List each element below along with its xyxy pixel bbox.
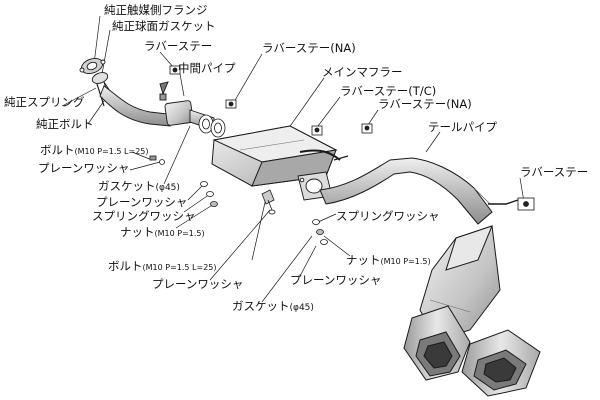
label-mid-pipe: 中間パイプ: [178, 61, 236, 75]
label-nut-1-spec: (M10 P=1.5): [154, 229, 205, 238]
label-rubber-stay-2: ラバーステー: [520, 165, 589, 179]
rubber-stay-1: [169, 65, 181, 75]
label-plain-washer-2: プレーンワッシャ: [96, 195, 188, 209]
label-bolt-2-spec: (M10 P=1.5 L=25): [142, 263, 217, 272]
label-main-muffler: メインマフラー: [322, 65, 403, 79]
label-nut-1: ナット(M10 P=1.5): [120, 226, 205, 240]
tail-tip-left: [403, 305, 471, 381]
label-bolt-1: ボルト(M10 P=1.5 L=25): [40, 144, 149, 158]
rubber-stay-na-1: [225, 99, 237, 109]
label-nut-2-name: ナット: [346, 253, 381, 267]
front-flange: [79, 57, 113, 107]
mid-pipe: [99, 81, 215, 131]
tail-pipe: [319, 157, 519, 225]
label-spherical-gasket: 純正球面ガスケット: [112, 19, 216, 33]
label-gasket-1-spec: (φ45): [155, 183, 180, 193]
label-nut-1-name: ナット: [120, 225, 155, 239]
label-plain-washer-1: プレーンワッシャ: [38, 161, 130, 175]
label-flange: 純正触媒側フランジ: [104, 3, 208, 17]
label-plain-washer-4: プレーンワッシャ: [290, 273, 382, 287]
label-bolt-1-spec: (M10 P=1.5 L=25): [74, 147, 149, 156]
label-gasket-1: ガスケット(φ45): [98, 180, 180, 195]
label-oem-spring: 純正スプリング: [4, 95, 85, 109]
label-bolt-1-name: ボルト: [40, 143, 75, 157]
hardware-center: [261, 189, 276, 215]
label-gasket-2-name: ガスケット: [232, 299, 290, 313]
label-spring-washer-2: スプリングワッシャ: [336, 209, 440, 223]
label-gasket-1-name: ガスケット: [98, 179, 156, 193]
label-spring-washer-1: スプリングワッシャ: [92, 209, 196, 223]
label-rubber-stay-na-2: ラバーステー(NA): [378, 97, 472, 111]
label-gasket-2: ガスケット(φ45): [232, 300, 314, 315]
label-rubber-stay-tc: ラバーステー(T/C): [340, 84, 437, 98]
label-plain-washer-3: プレーンワッシャ: [152, 277, 244, 291]
label-oem-bolt: 純正ボルト: [36, 117, 94, 131]
label-nut-2-spec: (M10 P=1.5): [380, 257, 431, 266]
label-tail-pipe: テールパイプ: [428, 120, 497, 134]
rubber-stay-2: [517, 197, 535, 211]
leader-lines: [61, 15, 525, 303]
mid-gasket: [198, 114, 226, 138]
tail-tip-right: [461, 329, 541, 397]
label-bolt-2-name: ボルト: [108, 259, 143, 273]
label-nut-2: ナット(M10 P=1.5): [346, 254, 431, 268]
label-gasket-2-spec: (φ45): [289, 303, 314, 313]
hardware-right: [312, 219, 328, 245]
label-bolt-2: ボルト(M10 P=1.5 L=25): [108, 260, 217, 274]
hardware-left: [149, 155, 218, 207]
rubber-stay-tc: [311, 125, 323, 136]
rubber-stay-na-2: [361, 123, 373, 134]
label-rubber-stay-1: ラバーステー: [144, 39, 213, 53]
label-rubber-stay-na-1: ラバーステー(NA): [262, 41, 356, 55]
